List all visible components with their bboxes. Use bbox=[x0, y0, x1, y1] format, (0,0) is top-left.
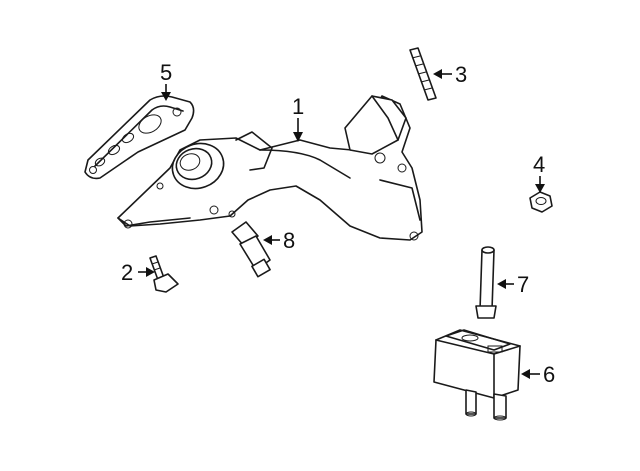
housing-part[interactable] bbox=[117, 95, 423, 241]
nut-part[interactable] bbox=[529, 191, 553, 213]
callout-4: 4 bbox=[533, 152, 545, 177]
callout-3: 3 bbox=[455, 62, 467, 87]
callout-arrow-5 bbox=[161, 84, 171, 101]
gasket-part[interactable] bbox=[84, 95, 195, 180]
callout-8: 8 bbox=[283, 228, 295, 253]
cooler-stud-part[interactable] bbox=[475, 246, 497, 319]
callout-1: 1 bbox=[292, 94, 304, 119]
callout-7: 7 bbox=[517, 272, 529, 297]
bolt-part[interactable] bbox=[149, 255, 179, 293]
callout-2: 2 bbox=[121, 260, 133, 285]
callout-arrow-6 bbox=[521, 369, 540, 379]
callout-arrow-4 bbox=[535, 176, 545, 193]
callout-arrow-2 bbox=[138, 267, 155, 277]
callout-5: 5 bbox=[160, 60, 172, 85]
callout-6: 6 bbox=[543, 362, 555, 387]
callout-arrow-1 bbox=[293, 118, 303, 142]
stud-part[interactable] bbox=[409, 47, 437, 101]
callout-arrow-3 bbox=[433, 69, 452, 79]
callout-arrow-8 bbox=[263, 235, 280, 245]
callout-arrow-7 bbox=[497, 279, 514, 289]
oil-cooler-part[interactable] bbox=[433, 329, 521, 421]
sensor-part[interactable] bbox=[231, 221, 271, 278]
